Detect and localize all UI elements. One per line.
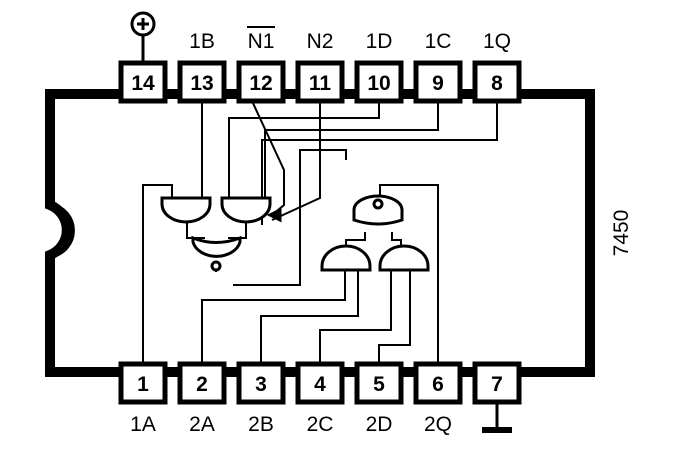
wire-pin10 [228, 101, 380, 197]
pin-7: 7 [472, 361, 522, 405]
svg-text:7: 7 [491, 373, 503, 396]
pin-1: 1 [118, 361, 168, 405]
orientation-notch [51, 203, 75, 258]
svg-text:6: 6 [432, 373, 444, 396]
svg-text:10: 10 [367, 72, 390, 95]
pin-4: 4 [295, 361, 345, 405]
wire-nand2-out [228, 222, 247, 239]
pin-10: 10 [354, 60, 404, 104]
pin-11: 11 [295, 60, 345, 104]
wire-nand1-out [186, 222, 205, 239]
svg-text:13: 13 [190, 72, 213, 95]
pin-5: 5 [354, 361, 404, 405]
logic-gates [160, 194, 430, 272]
svg-text:14: 14 [131, 72, 155, 95]
svg-text:8: 8 [491, 72, 503, 95]
pin-label-3: 2B [248, 413, 274, 436]
svg-text:11: 11 [309, 72, 332, 95]
pin-9: 9 [413, 60, 463, 104]
wire-pin5 [378, 270, 411, 364]
pin-6: 6 [413, 361, 463, 405]
pin-label-13: 1B [189, 30, 215, 53]
pin-12: 12 [236, 60, 286, 104]
pin-13: 13 [177, 60, 227, 104]
nor-gate [191, 235, 242, 258]
wire-pin1 [142, 184, 173, 364]
pin-3: 3 [236, 361, 286, 405]
wire-pin11 [271, 101, 321, 221]
bottom-pins: 1 2 3 4 5 6 7 [118, 361, 522, 405]
expander-arrow-icon [266, 207, 282, 223]
pin-label-4: 2C [307, 413, 334, 436]
pin-8: 8 [472, 60, 522, 104]
pin-label-9: 1C [425, 30, 452, 53]
pin-14: 14 [118, 60, 168, 104]
wire-feedback [233, 149, 347, 286]
wire-pin9 [264, 101, 439, 197]
wire-pin3 [260, 270, 359, 364]
pin-label-10: 1D [366, 30, 393, 53]
svg-text:9: 9 [432, 72, 444, 95]
internal-wiring [142, 100, 498, 364]
pin-label-11: N2 [307, 30, 334, 53]
and-gate-2 [378, 244, 430, 272]
svg-text:1: 1 [137, 373, 149, 396]
top-pin-labels: 1B N1 N2 1D 1C 1Q [189, 26, 511, 53]
nor2-bubble [372, 198, 384, 210]
nor-gate-2 [352, 194, 404, 226]
nand-gate-2 [220, 196, 272, 224]
pin-label-12: N1 [248, 30, 275, 53]
svg-text:5: 5 [373, 373, 385, 396]
wire-pin2 [201, 270, 346, 364]
ground-icon [482, 402, 512, 433]
wire-pin4 [319, 270, 392, 364]
part-number-label: 7450 [610, 210, 633, 257]
bottom-pin-labels: 1A 2A 2B 2C 2D 2Q [130, 413, 452, 436]
pin-label-5: 2D [366, 413, 393, 436]
chip-body [45, 89, 595, 377]
svg-text:12: 12 [249, 72, 272, 95]
svg-text:4: 4 [314, 373, 326, 396]
pin-label-2: 2A [189, 413, 215, 436]
svg-text:3: 3 [255, 373, 267, 396]
pin-label-8: 1Q [483, 30, 511, 53]
wire-pin8 [261, 101, 498, 225]
pin-label-1: 1A [130, 413, 156, 436]
nand-gate-1 [160, 196, 212, 224]
pin-2: 2 [177, 361, 227, 405]
nor-bubble [210, 260, 222, 272]
power-plus-icon [130, 11, 156, 63]
top-pins: 14 13 12 11 10 9 8 [118, 60, 522, 104]
pin-label-6: 2Q [424, 413, 452, 436]
and-gate-1 [320, 244, 372, 272]
svg-text:2: 2 [196, 373, 208, 396]
